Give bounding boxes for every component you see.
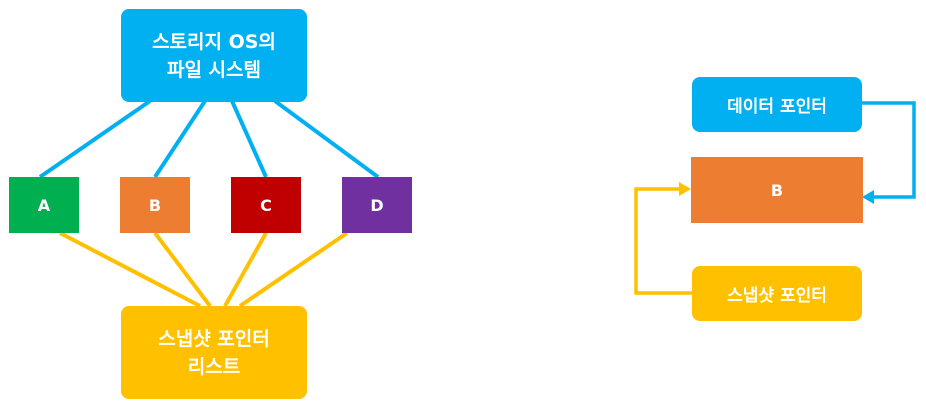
data-pointer-arrowhead	[862, 190, 874, 204]
block-c-label: C	[260, 195, 272, 215]
block-d-label: D	[370, 195, 384, 215]
block-a: A	[9, 177, 79, 233]
data-pointer-box: 데이터 포인터	[692, 77, 862, 132]
fs-to-d-line	[273, 99, 380, 179]
snapshot-pointer-box: 스냅샷 포인터	[692, 266, 862, 321]
a-to-snapshot-line	[59, 231, 201, 308]
data-pointer-label: 데이터 포인터	[727, 97, 827, 117]
block-b-right-label: B	[770, 180, 784, 200]
snapshot-list-line1: 스냅샷 포인터	[158, 327, 270, 350]
block-c: C	[231, 177, 301, 233]
storage-fs-line1: 스토리지 OS의	[152, 30, 276, 53]
fs-to-b-line	[153, 99, 207, 179]
block-b-label: B	[148, 195, 162, 215]
fs-to-a-line	[38, 99, 152, 179]
d-to-snapshot-line	[238, 231, 349, 308]
block-a-label: A	[37, 195, 51, 215]
block-b-right: B	[691, 157, 863, 223]
snapshot-pointer-arrow	[634, 187, 692, 295]
b-to-snapshot-line	[153, 231, 212, 308]
fs-to-c-line	[230, 100, 268, 178]
storage-os-file-system-box: 스토리지 OS의 파일 시스템	[121, 9, 307, 102]
snapshot-pointer-label: 스냅샷 포인터	[727, 286, 827, 306]
c-to-snapshot-line	[223, 232, 268, 307]
storage-fs-line2: 파일 시스템	[166, 58, 261, 81]
snapshot-pointer-arrowhead	[679, 182, 691, 196]
snapshot-list-line2: 리스트	[187, 355, 241, 378]
block-b: B	[120, 177, 190, 233]
block-d: D	[342, 177, 412, 233]
data-pointer-arrow	[862, 101, 916, 199]
snapshot-pointer-list-box: 스냅샷 포인터 리스트	[121, 306, 307, 399]
